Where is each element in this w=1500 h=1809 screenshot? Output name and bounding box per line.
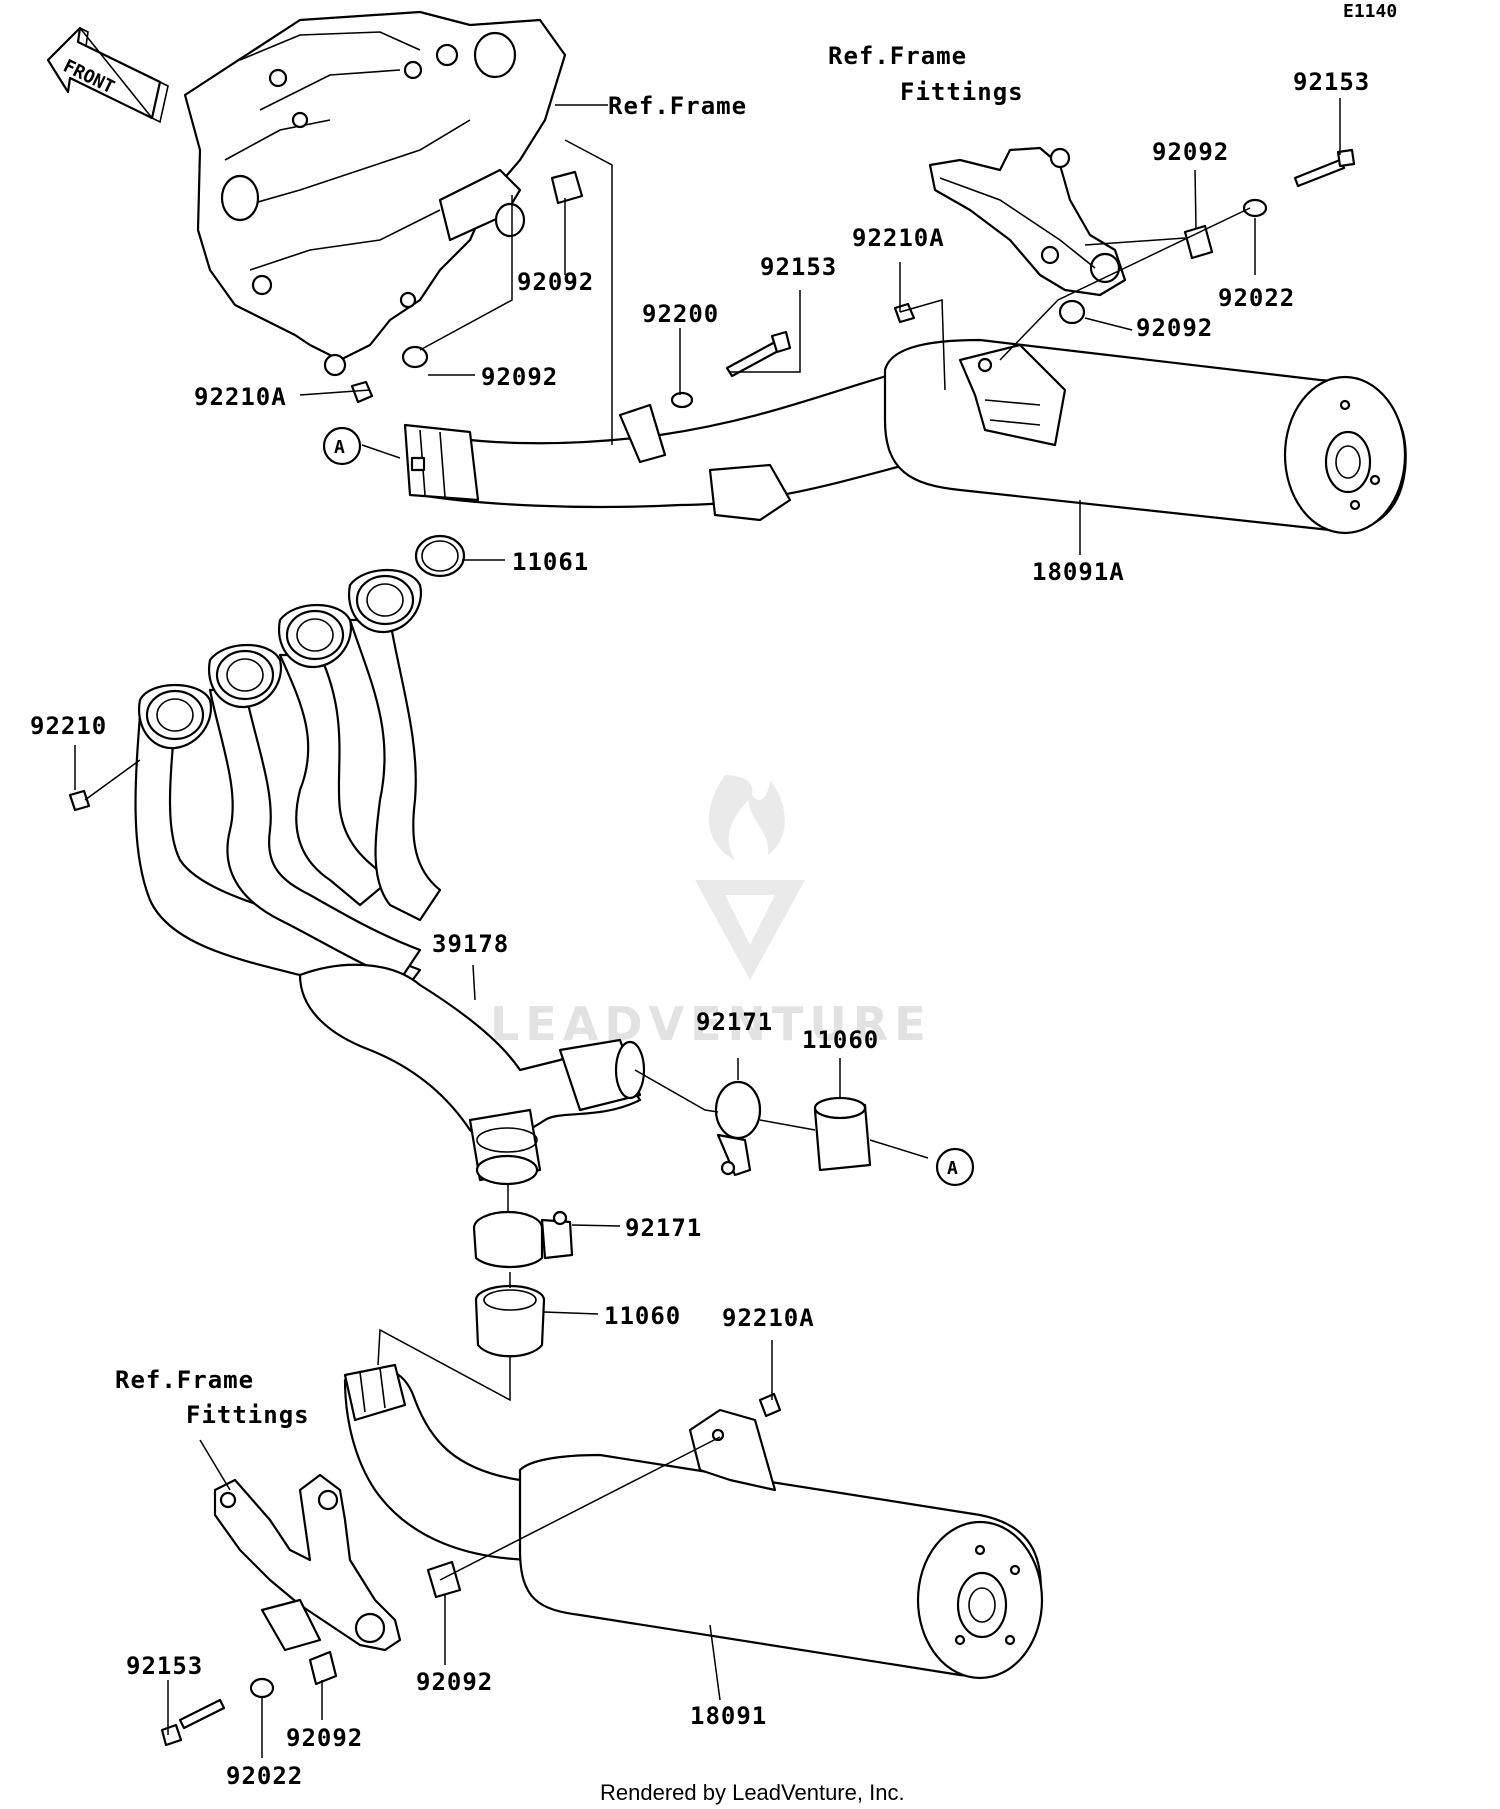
muffler-upper [403, 338, 1407, 535]
frame-fitting-lower [213, 1473, 402, 1652]
part-number: 18091 [690, 1702, 767, 1730]
bolt-icon [725, 340, 782, 378]
connector-a-top: A [322, 426, 362, 466]
part-number: 92092 [286, 1724, 363, 1752]
part-number: 92210A [194, 383, 287, 411]
part-number: 92171 [696, 1008, 773, 1036]
part-number: 92210A [852, 224, 945, 252]
fasteners [68, 148, 1356, 1747]
header-pipe-assembly [134, 568, 646, 1186]
washer-icon [249, 1677, 275, 1699]
damper-icon [308, 1650, 338, 1686]
part-number: 92210A [722, 1304, 815, 1332]
part-number: 92210 [30, 712, 107, 740]
part-number: 92092 [1136, 314, 1213, 342]
washer-icon [1242, 198, 1268, 218]
callout-ref-frame-fittings-bottom-1: Ref.Frame [115, 1366, 254, 1394]
part-number: 92022 [226, 1762, 303, 1790]
part-number: 92092 [416, 1668, 493, 1696]
bolt-icon [178, 1698, 226, 1730]
gasket-11061 [414, 534, 466, 578]
damper-icon [1183, 224, 1214, 260]
nut-icon [758, 1392, 782, 1418]
part-number: 92153 [126, 1652, 203, 1680]
damper-icon [1058, 299, 1086, 325]
part-number: 11060 [604, 1302, 681, 1330]
gasket-right [813, 1096, 872, 1172]
bolt-icon [1293, 158, 1346, 188]
nut-icon [350, 380, 374, 404]
part-number: 11061 [512, 548, 589, 576]
front-arrow-icon: FRONT [46, 26, 169, 124]
damper-icon [401, 345, 429, 369]
footer-credit: Rendered by LeadVenture, Inc. [600, 1780, 905, 1805]
part-number: 92092 [1152, 138, 1229, 166]
part-number: 92200 [642, 300, 719, 328]
part-number: 11060 [802, 1026, 879, 1054]
part-number: 92092 [481, 363, 558, 391]
callout-ref-frame-top: Ref.Frame [608, 92, 747, 120]
part-number: 18091A [1032, 558, 1125, 586]
damper-icon [426, 1560, 462, 1599]
leadventure-watermark: LEADVENTURE [490, 775, 932, 1051]
part-number: 92153 [760, 253, 837, 281]
clamp-right [714, 1080, 762, 1177]
callout-ref-frame-fittings-top-2: Fittings [900, 78, 1024, 106]
muffler-lower [343, 1363, 1044, 1680]
connector-a-right: A [935, 1147, 975, 1187]
frame-reference [183, 10, 567, 377]
clamp-center [472, 1210, 574, 1268]
washer-icon [670, 391, 694, 409]
part-number: 92092 [517, 268, 594, 296]
part-number: 92153 [1293, 68, 1370, 96]
watermark-text: LEADVENTURE [490, 997, 932, 1051]
part-number: 39178 [432, 930, 509, 958]
connector-a-label: A [947, 1158, 958, 1179]
connector-a-label: A [334, 437, 345, 458]
nut-icon [893, 302, 916, 324]
frame-fitting-upper [928, 146, 1127, 297]
gasket-center [474, 1284, 546, 1358]
part-number: 92022 [1218, 284, 1295, 312]
nut-icon [68, 789, 91, 812]
part-number: 92171 [625, 1214, 702, 1242]
leader-lines [74, 98, 1341, 1758]
damper-icon [550, 170, 584, 205]
diagram-code: E1140 [1343, 1, 1397, 22]
callout-ref-frame-fittings-top-1: Ref.Frame [828, 42, 967, 70]
callout-ref-frame-fittings-bottom-2: Fittings [186, 1401, 310, 1429]
